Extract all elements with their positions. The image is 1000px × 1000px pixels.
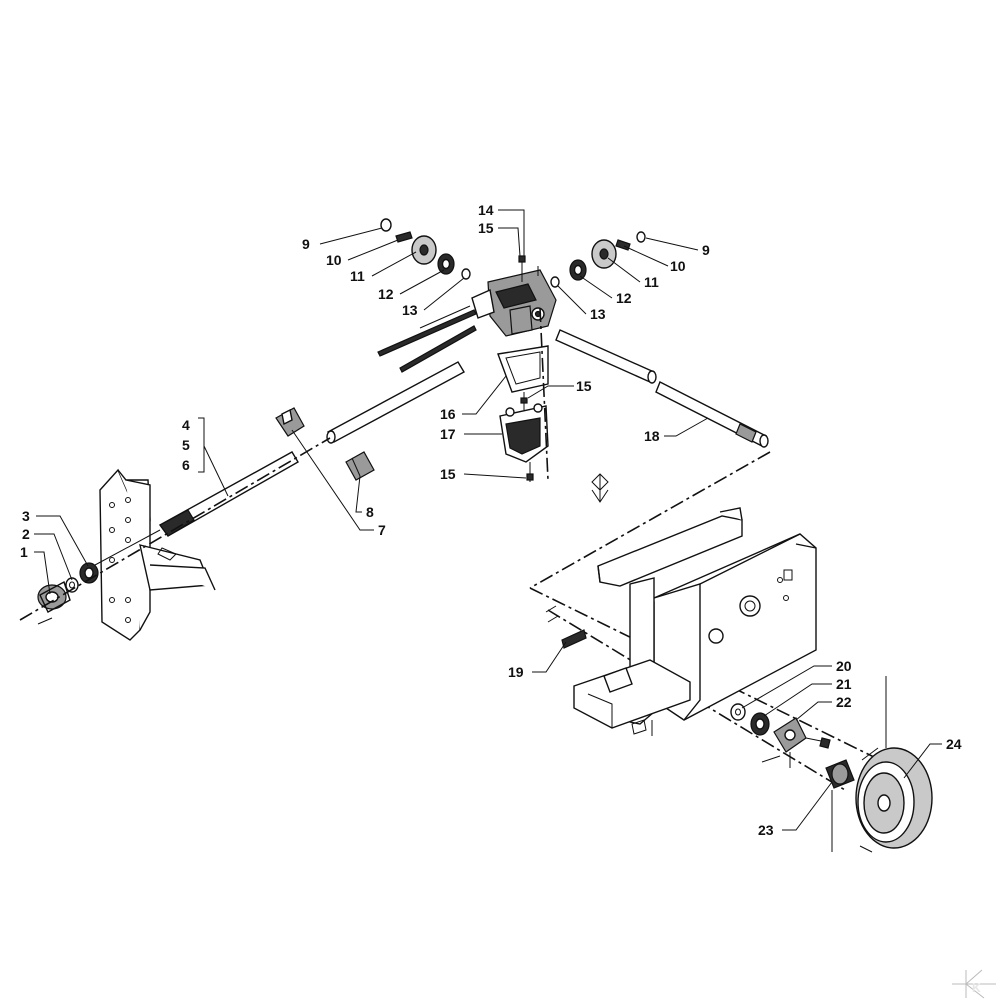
logo-text: K	[972, 981, 981, 995]
bolt-14-15-top	[518, 255, 539, 282]
circlip-9-right	[636, 231, 646, 243]
circlip-9-left	[380, 218, 392, 232]
intermediate-shaft	[326, 361, 465, 444]
frame-tubes	[573, 507, 743, 729]
callout-13-left: 13	[402, 302, 418, 318]
callout-20: 20	[836, 658, 852, 674]
gearbox-housing	[471, 269, 557, 337]
callout-21: 21	[836, 676, 852, 692]
bearing-12-left	[437, 253, 455, 275]
callout-10-left: 10	[326, 252, 342, 268]
callout-2: 2	[22, 526, 30, 542]
washer-13-right	[550, 276, 560, 288]
callout-15-top: 15	[478, 220, 494, 236]
callout-22: 22	[836, 694, 852, 710]
flange-22	[761, 717, 831, 768]
callout-labels: 1 2 3 4 5 6 7 8 9 10 11 12 13 14 15 9 10…	[20, 202, 962, 838]
hub-23	[825, 759, 855, 852]
callout-14: 14	[478, 202, 494, 218]
callout-15-mid: 15	[576, 378, 592, 394]
pulley-wheel-24	[855, 676, 933, 853]
callout-15-bottom: 15	[440, 466, 456, 482]
callout-11-left: 11	[350, 268, 365, 284]
orientation-arrow-icon	[591, 473, 609, 503]
sprocket-11-right	[591, 239, 617, 269]
coupling-8	[345, 451, 375, 481]
callout-12-right: 12	[616, 290, 632, 306]
gasket-16	[497, 345, 549, 393]
frame-bracket	[99, 468, 216, 641]
bearing-3	[79, 562, 99, 584]
callout-18: 18	[644, 428, 660, 444]
drive-shaft-4-5-6	[94, 451, 299, 566]
callout-23: 23	[758, 822, 774, 838]
key-10-left	[395, 231, 413, 243]
main-shaft-18	[555, 329, 769, 448]
flange-bearing-1	[37, 580, 71, 625]
bearing-21	[750, 712, 770, 736]
bearing-12-right	[569, 259, 587, 281]
key-10-right	[615, 239, 631, 251]
callout-9-left: 9	[302, 236, 310, 252]
washer-13-left	[461, 268, 471, 280]
leader-lines	[34, 209, 942, 831]
callout-3: 3	[22, 508, 30, 524]
callout-5: 5	[182, 437, 190, 453]
washer-20	[730, 703, 746, 721]
callout-12-left: 12	[378, 286, 394, 302]
callout-10-right: 10	[670, 258, 686, 274]
cover-17	[499, 392, 549, 482]
callout-7: 7	[378, 522, 386, 538]
callout-24: 24	[946, 736, 962, 752]
callout-9-right: 9	[702, 242, 710, 258]
callout-16: 16	[440, 406, 456, 422]
callout-6: 6	[182, 457, 190, 473]
k-logo-icon: K	[952, 969, 996, 999]
coupling-7	[275, 407, 305, 437]
callout-19: 19	[508, 664, 524, 680]
callout-13-right: 13	[590, 306, 606, 322]
left-output-shafts	[377, 305, 477, 373]
callout-8: 8	[366, 504, 374, 520]
sprocket-11-left	[411, 235, 437, 265]
callout-4: 4	[182, 417, 190, 433]
callout-11-right: 11	[644, 274, 659, 290]
callout-1: 1	[20, 544, 28, 560]
frame-fasteners	[631, 719, 653, 736]
callout-17: 17	[440, 426, 456, 442]
